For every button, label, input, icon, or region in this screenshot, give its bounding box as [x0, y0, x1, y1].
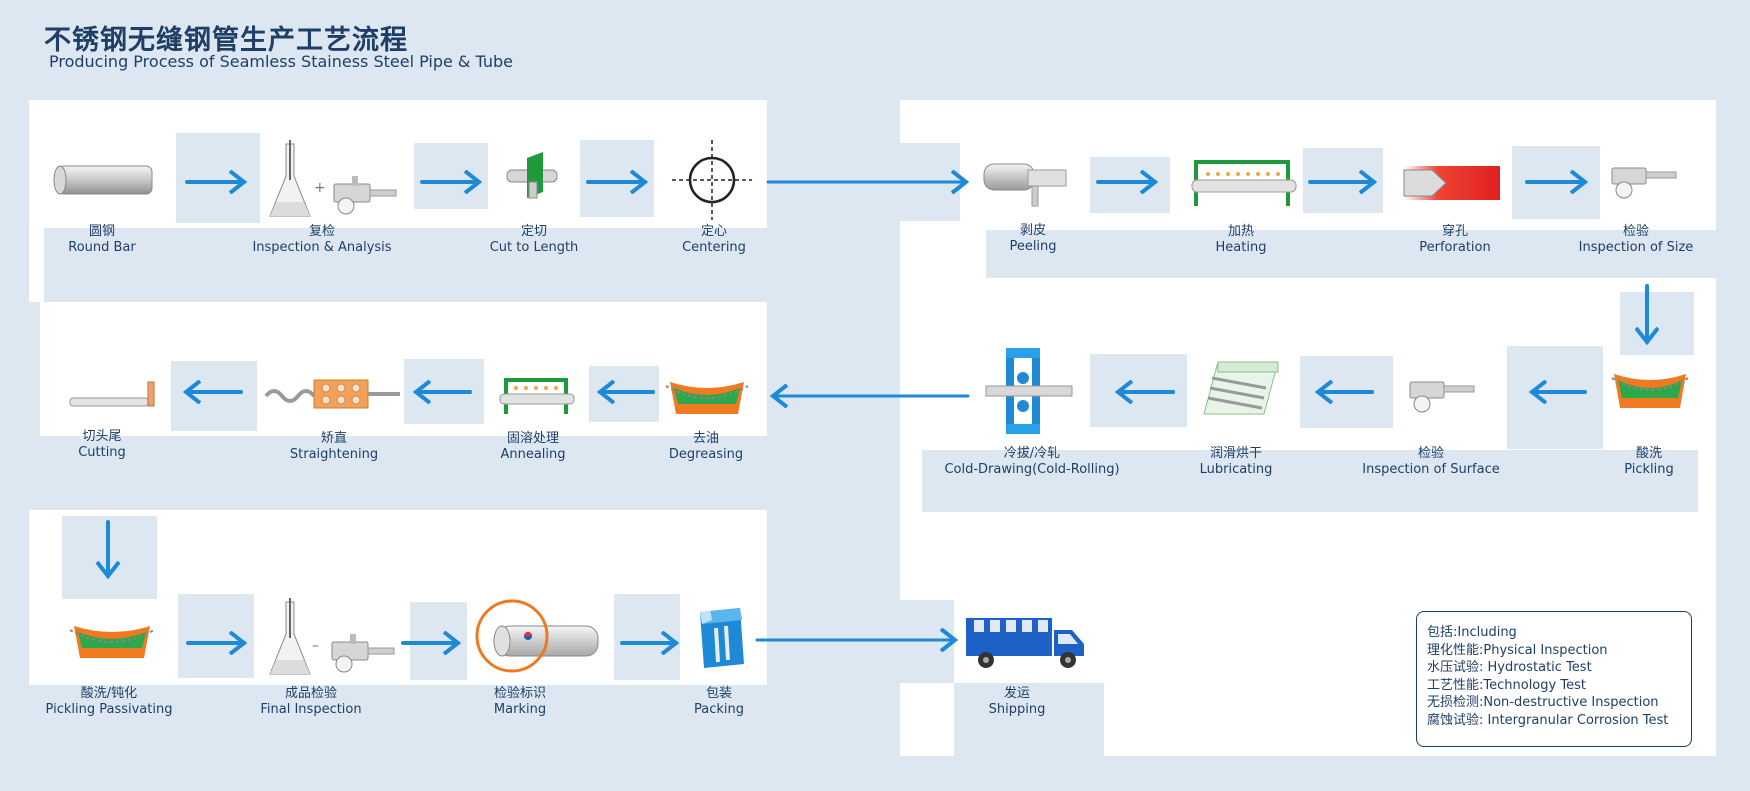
annealing-furnace-icon: [499, 378, 575, 414]
rolling-mill-icon: [985, 348, 1073, 434]
truck-icon: [966, 618, 1084, 668]
degreasing-tank-icon: [665, 382, 749, 414]
minus-sign: –: [312, 638, 319, 654]
cutting-icon: [506, 152, 558, 199]
marking-icon: [475, 599, 599, 673]
peeling-icon: [983, 163, 1067, 207]
lubricating-box-icon: [1203, 361, 1279, 415]
straightening-icon: [264, 379, 400, 409]
crosshair-icon: [672, 140, 752, 220]
furnace-icon: [1191, 160, 1297, 206]
caliper-icon: [1611, 167, 1677, 199]
shipping-band: [954, 683, 1104, 756]
note-line: 腐蚀试验: Intergranular Corrosion Test: [1427, 712, 1669, 728]
perforation-icon: [1403, 166, 1500, 200]
note-line: 无损检测:Non-destructive Inspection: [1427, 695, 1659, 711]
pickling-tank-icon: [1611, 374, 1689, 408]
note-line: 包括:Including: [1427, 625, 1517, 640]
note-line: 工艺性能:Technology Test: [1427, 677, 1586, 693]
plus-sign: +: [314, 180, 326, 196]
flask-caliper-icon: –: [269, 598, 395, 675]
passivating-tank-icon: [69, 626, 155, 658]
page-subtitle: Producing Process of Seamless Stainess S…: [49, 52, 513, 71]
caliper-icon: [1409, 381, 1475, 413]
note-line: 水压试验: Hydrostatic Test: [1427, 660, 1592, 676]
page-title: 不锈钢无缝钢管生产工艺流程: [44, 25, 408, 56]
inspection-note-box: 包括:Including 理化性能:Physical Inspection 水压…: [1416, 611, 1692, 747]
note-line: 理化性能:Physical Inspection: [1427, 642, 1608, 658]
package-icon: [700, 608, 744, 668]
arrow-box: [1507, 346, 1603, 449]
pipe-cut-icon: [69, 381, 155, 407]
flask-caliper-icon: +: [269, 140, 397, 217]
row1-left-label-band: [44, 228, 767, 302]
row2-right-label-band: [922, 450, 1698, 512]
row2-left-label-band: [40, 436, 767, 510]
row1-right-label-band: [986, 230, 1716, 278]
round-bar-icon: [53, 165, 153, 195]
